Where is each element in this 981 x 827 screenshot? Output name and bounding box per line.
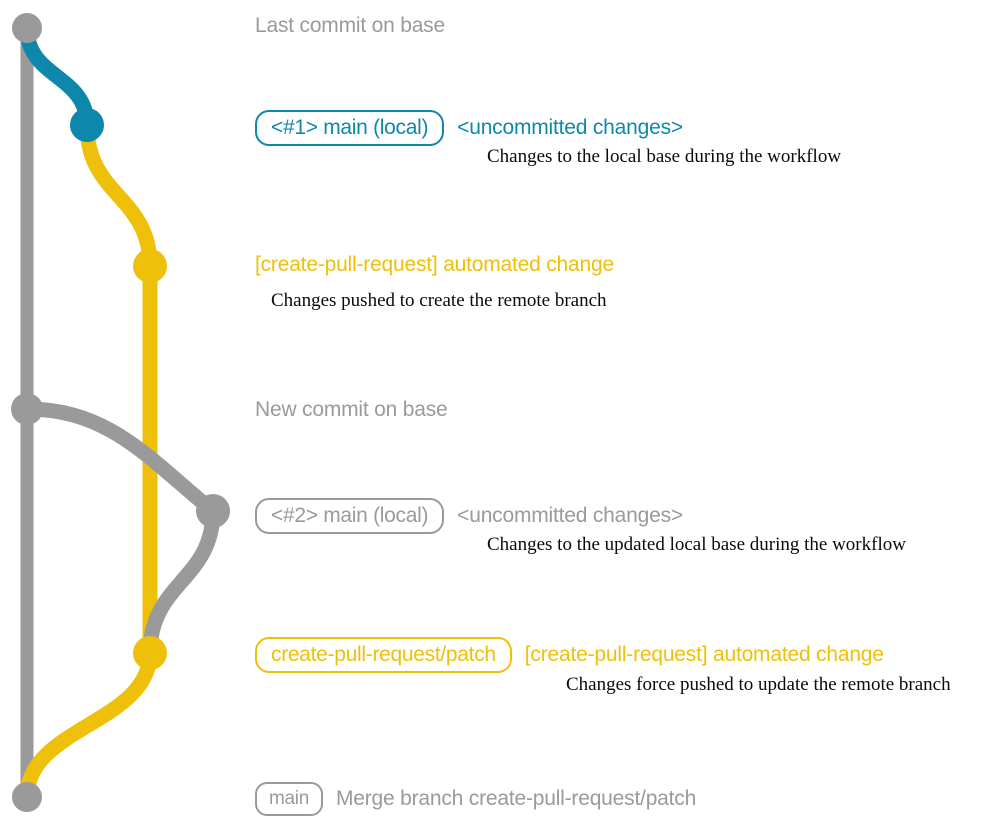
commit-subtitle-local-2: Changes to the updated local base during… — [487, 534, 906, 555]
row-new-commit-on-base: New commit on base — [255, 398, 448, 422]
commit-title: Last commit on base — [255, 14, 445, 37]
node-local-commit-1 — [70, 108, 104, 142]
row-last-commit-on-base: Last commit on base — [255, 14, 445, 38]
branch-badge-local-1[interactable]: <#1> main (local) — [255, 110, 445, 146]
edge-remote-2-to-merge — [19, 645, 158, 805]
row-local-2: <#2> main (local) <uncommitted changes> — [255, 498, 683, 534]
commit-subtitle-automated-2: Changes force pushed to update the remot… — [566, 674, 951, 695]
branch-badge-local-2[interactable]: <#2> main (local) — [255, 498, 445, 534]
commit-title: Merge branch create-pull-request/patch — [335, 787, 697, 810]
node-base-head — [12, 13, 42, 43]
commit-title: [create-pull-request] automated change — [524, 643, 884, 666]
commit-title: [create-pull-request] automated change — [255, 253, 614, 276]
commit-subtitle-automated-1: Changes pushed to create the remote bran… — [271, 290, 607, 311]
row-automated-change-2: create-pull-request/patch [create-pull-r… — [255, 637, 884, 673]
commit-subtitle-local-1: Changes to the local base during the wor… — [487, 146, 842, 167]
node-remote-commit-1 — [133, 249, 167, 283]
edge-base-to-local-1 — [19, 20, 95, 133]
row-merge-commit: main Merge branch create-pull-request/pa… — [255, 782, 696, 816]
edge-local-1-to-remote-1 — [79, 117, 158, 274]
edge-base-new-to-local-2 — [19, 401, 221, 519]
node-remote-commit-2 — [133, 636, 167, 670]
edge-local-2-to-remote-2 — [142, 503, 221, 661]
commit-title: <uncommitted changes> — [457, 116, 683, 139]
node-local-commit-2 — [196, 494, 230, 528]
node-merge-commit — [12, 782, 42, 812]
branch-badge-main[interactable]: main — [255, 782, 323, 816]
commit-title: <uncommitted changes> — [457, 504, 683, 527]
commit-title: New commit on base — [255, 398, 448, 421]
node-base-new-commit — [11, 393, 43, 425]
branch-badge-patch[interactable]: create-pull-request/patch — [255, 637, 512, 673]
row-automated-change-1: [create-pull-request] automated change — [255, 253, 614, 277]
row-local-1: <#1> main (local) <uncommitted changes> — [255, 110, 683, 146]
